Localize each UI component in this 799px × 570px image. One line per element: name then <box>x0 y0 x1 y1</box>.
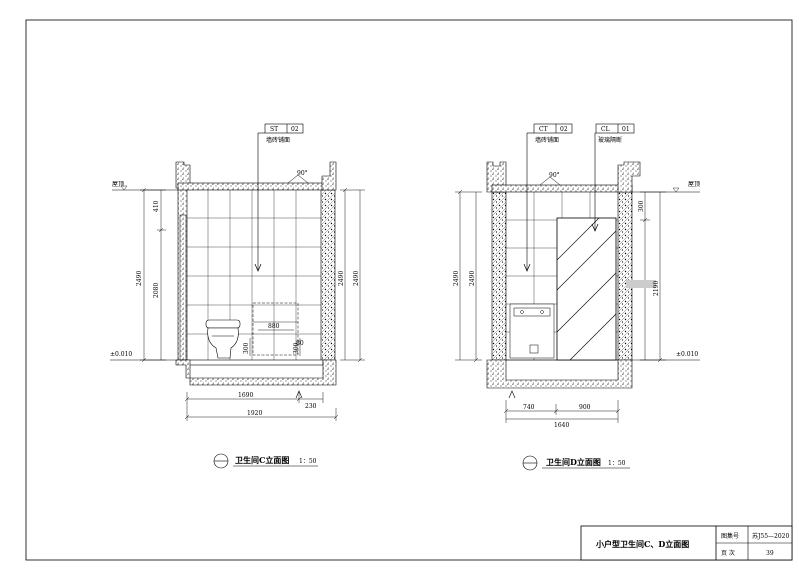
sheet-border <box>25 19 793 561</box>
tag-d1-code: CT <box>539 126 548 133</box>
dim-d-900: 900 <box>579 404 591 411</box>
tag-d1-num: 02 <box>560 126 568 133</box>
angle-c: 90° <box>297 170 308 177</box>
dim-d-740: 740 <box>523 404 535 411</box>
dim-c-300a: 300 <box>243 342 250 354</box>
dim-d-left-1: 2490 <box>453 271 460 286</box>
atlas-label: 图集号 <box>721 532 739 540</box>
floor-label-c: ±0.010 <box>110 351 132 358</box>
angle-d: 90° <box>549 172 560 179</box>
dim-c-410: 410 <box>153 200 160 212</box>
dim-d-2190: 2190 <box>653 281 660 296</box>
glass-partition <box>556 217 617 361</box>
elevation-d-scale: 1：50 <box>608 460 626 467</box>
tag-c-num: 02 <box>291 126 299 133</box>
tag-c-desc: 墙砖铺面 <box>266 136 290 144</box>
ceiling-label-c: 屋顶 <box>112 181 124 188</box>
dim-c-1690: 1690 <box>238 392 253 399</box>
tag-d2-desc: 玻璃隔断 <box>598 136 622 144</box>
page-label: 页 次 <box>721 549 735 557</box>
dim-c-80: 80 <box>296 340 304 347</box>
washer-icon <box>509 303 555 359</box>
dim-c-880: 880 <box>268 323 280 330</box>
drawing-name: 小户型卫生间C、D立面图 <box>595 539 689 549</box>
dim-c-right-1: 2490 <box>338 271 345 286</box>
dim-c-right-2: 2490 <box>353 271 360 286</box>
tag-c-code: ST <box>270 126 278 133</box>
dim-c-300b: 300 <box>293 342 300 354</box>
dim-c-1920: 1920 <box>247 410 262 417</box>
ceiling-label-d: 屋顶 <box>688 181 700 188</box>
title-block: 小户型卫生间C、D立面图 图集号 苏J55—2020 页 次 39 <box>580 525 793 561</box>
elevation-c-title: 卫生间C立面图 <box>235 455 289 465</box>
page-value: 39 <box>766 550 774 557</box>
floor-label-d: ±0.010 <box>676 351 698 358</box>
elevation-c-scale: 1：50 <box>299 458 317 465</box>
toilet-icon <box>205 319 241 359</box>
dim-c-2490: 2490 <box>136 271 143 286</box>
dim-c-230: 230 <box>305 403 317 410</box>
elevation-d: CT 02 墙砖铺面 CL 01 玻璃隔断 90° 屋顶 ±0.010 2490… <box>453 123 700 471</box>
dim-c-2080: 2080 <box>153 283 160 298</box>
elevation-d-title: 卫生间D立面图 <box>546 457 601 467</box>
tag-d2-code: CL <box>601 126 610 133</box>
dim-d-left-2: 2490 <box>469 271 476 286</box>
tag-d1-desc: 墙砖铺面 <box>535 136 559 144</box>
dim-d-1640: 1640 <box>554 422 569 429</box>
atlas-value: 苏J55—2020 <box>752 532 789 540</box>
dim-d-300: 300 <box>638 200 645 212</box>
tag-d2-num: 01 <box>622 126 630 133</box>
elevation-c: ST 02 墙砖铺面 90° 屋顶 ±0.010 410 2490 2080 <box>110 123 365 469</box>
